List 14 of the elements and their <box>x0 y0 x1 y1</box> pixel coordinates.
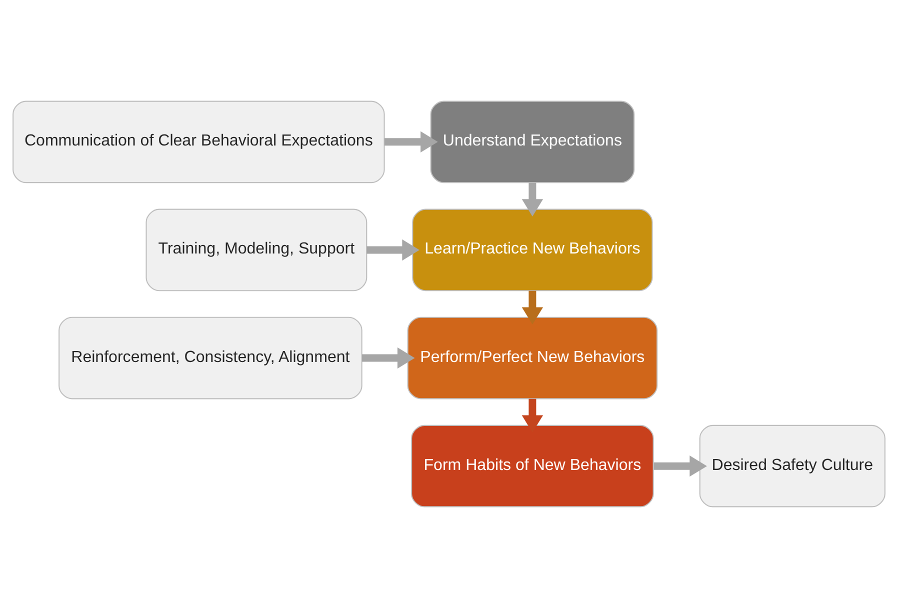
arrow <box>362 346 415 368</box>
node-box: Training, Modeling, Support <box>146 208 368 291</box>
arrow <box>384 130 438 152</box>
node-box: Perform/Perfect New Behaviors <box>407 316 658 399</box>
arrow <box>366 238 420 260</box>
node-box: Form Habits of New Behaviors <box>411 424 654 507</box>
arrow <box>522 290 544 324</box>
node-box: Communication of Clear Behavioral Expectations <box>12 100 385 183</box>
node-box: Reinforcement, Consistency, Alignment <box>58 316 362 399</box>
arrow <box>654 454 707 476</box>
node-box: Desired Safety Culture <box>699 424 886 507</box>
node-box: Learn/Practice New Behaviors <box>412 208 653 291</box>
node-box: Understand Expectations <box>430 100 635 183</box>
arrow <box>522 182 544 216</box>
